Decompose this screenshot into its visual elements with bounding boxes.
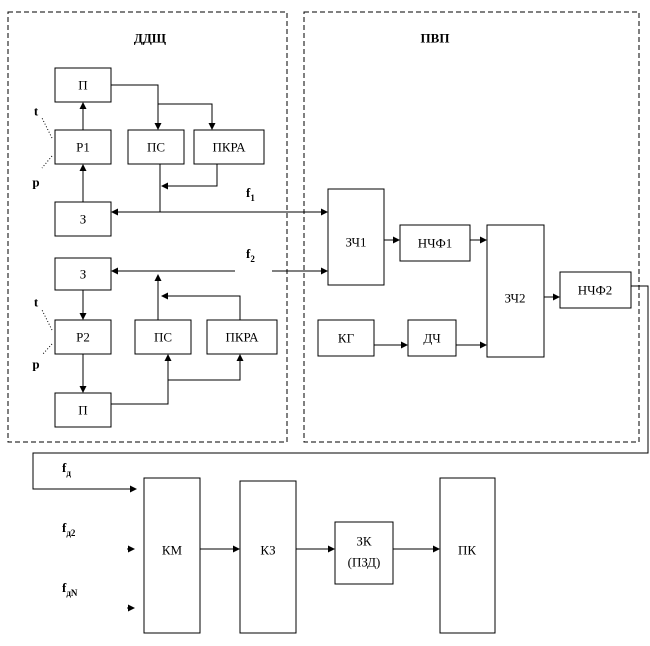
wire-pkra-to-ps xyxy=(161,292,241,320)
block-r1-label: Р1 xyxy=(76,140,90,155)
block-p-top xyxy=(54,67,112,103)
block-zch1-label: ЗЧ1 xyxy=(346,235,367,250)
group-pvp-title: ПВП xyxy=(421,31,450,46)
wire-p-bottom xyxy=(41,343,53,356)
block-nchf1 xyxy=(399,224,471,262)
block-pkra-top xyxy=(193,129,265,165)
block-km-label: КМ xyxy=(162,543,183,558)
signal-fd2-label: fд2 xyxy=(62,520,76,538)
signal-fdN-label: fдN xyxy=(62,580,78,598)
block-zk-label-2: (ПЗД) xyxy=(348,555,381,570)
block-pk xyxy=(439,477,496,634)
param-t-top: t xyxy=(34,104,39,119)
wire-p-top xyxy=(41,155,53,169)
wire-t-top xyxy=(41,117,53,139)
block-p-top-label: П xyxy=(78,78,87,93)
block-z-top-label: З xyxy=(80,212,87,227)
block-nchf1-label: НЧФ1 xyxy=(418,236,453,251)
wire-t-bottom xyxy=(41,309,53,331)
block-ps-top-label: ПС xyxy=(147,140,165,155)
signal-f2-label: f2 xyxy=(246,246,255,264)
block-pkra-bottom-label: ПКРА xyxy=(225,330,259,345)
wire-p-to-pkra xyxy=(158,103,216,130)
block-kg xyxy=(317,319,375,357)
block-pk-label: ПК xyxy=(458,543,476,558)
param-p-bottom: p xyxy=(32,357,39,372)
block-zch2 xyxy=(486,224,545,358)
block-kg-label: КГ xyxy=(338,331,355,346)
block-ps-top xyxy=(127,129,185,165)
block-dch xyxy=(407,319,457,357)
block-zch2-label: ЗЧ2 xyxy=(505,291,526,306)
param-t-bottom: t xyxy=(34,295,39,310)
wire-p-to-ps xyxy=(111,84,162,130)
block-zk-label-1: ЗК xyxy=(356,534,372,549)
signal-f1-label: f1 xyxy=(246,185,255,203)
block-nchf2 xyxy=(559,271,632,309)
wire-p-to-pkra xyxy=(168,354,244,381)
block-r2 xyxy=(54,319,112,355)
block-km xyxy=(143,477,201,634)
group-pvp-frame xyxy=(303,11,640,443)
wire-p-to-ps xyxy=(111,354,172,405)
wire-nchf2-to-km xyxy=(32,285,649,493)
block-p-bottom xyxy=(54,392,112,428)
wire-pkra-to-line xyxy=(161,164,218,190)
block-r1 xyxy=(54,129,112,165)
block-dch-label: ДЧ xyxy=(423,331,441,346)
block-p-bottom-label: П xyxy=(78,403,87,418)
block-r2-label: Р2 xyxy=(76,330,90,345)
block-ps-bottom xyxy=(134,319,192,355)
group-ddshch-frame xyxy=(7,11,288,443)
param-p-top: p xyxy=(32,175,39,190)
block-z-bottom-label: З xyxy=(80,267,87,282)
block-ps-bottom-label: ПС xyxy=(154,330,172,345)
block-zk xyxy=(334,521,394,585)
signal-fd-label: fд xyxy=(62,460,71,478)
block-z-bottom xyxy=(54,257,112,291)
block-zch1 xyxy=(327,188,385,286)
block-pkra-top-label: ПКРА xyxy=(212,140,246,155)
block-kz-label: КЗ xyxy=(260,543,275,558)
block-kz xyxy=(239,480,297,634)
group-ddshch-title: ДДЩ xyxy=(134,31,167,46)
block-nchf2-label: НЧФ2 xyxy=(578,283,613,298)
